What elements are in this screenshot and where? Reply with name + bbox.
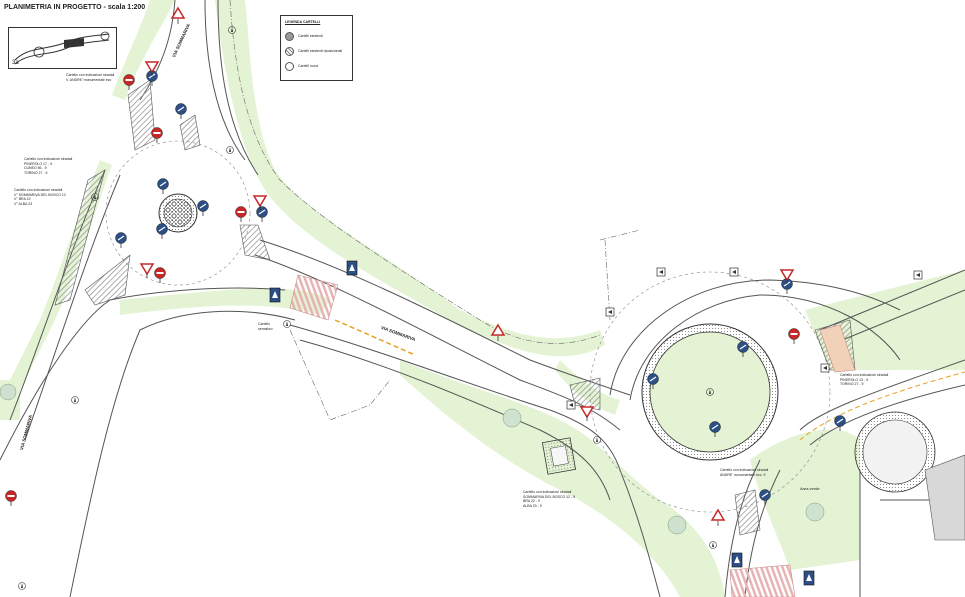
no-entry-sign-icon bbox=[154, 267, 166, 279]
no-entry-sign-icon bbox=[235, 206, 247, 218]
compass-north-icon bbox=[228, 26, 236, 34]
blue-direction-sign-icon bbox=[256, 206, 268, 218]
legend-item-existing: Cartelli esistenti bbox=[285, 32, 349, 42]
blue-direction-sign-icon bbox=[709, 421, 721, 433]
key-map-sketch bbox=[14, 31, 110, 65]
no-entry-sign-icon bbox=[788, 328, 800, 340]
blue-direction-sign-icon bbox=[834, 415, 846, 427]
warning-sign-icon bbox=[710, 508, 726, 521]
legend-item-label: Cartelli esistenti riposizionati bbox=[298, 49, 343, 53]
direction-arrow-sign-icon bbox=[605, 307, 615, 317]
area-label: Area verde bbox=[800, 486, 820, 491]
pedestrian-crossing-sign-icon bbox=[803, 570, 815, 586]
compass-north-icon bbox=[71, 396, 79, 404]
legend-swatch-icon bbox=[285, 62, 294, 71]
direction-arrow-sign-icon bbox=[913, 270, 923, 280]
compass-north-icon bbox=[593, 436, 601, 444]
pedestrian-crossing-sign-icon bbox=[269, 287, 281, 303]
key-map-label: 3a bbox=[12, 60, 19, 66]
direction-arrow-sign-icon bbox=[656, 267, 666, 277]
crosswalks bbox=[289, 274, 856, 597]
legend-title: LEGENDA CARTELLI bbox=[285, 20, 321, 24]
direction-arrow-sign-icon bbox=[729, 267, 739, 277]
legend-item-new: Cartelli nuovi bbox=[285, 62, 349, 72]
roundabout-small bbox=[854, 411, 936, 493]
compass-north-icon bbox=[91, 193, 99, 201]
legend-item-label: Cartelli nuovi bbox=[298, 64, 319, 68]
blue-direction-sign-icon bbox=[156, 223, 168, 235]
blue-direction-sign-icon bbox=[157, 178, 169, 190]
drawing-title: PLANIMETRIA IN PROGETTO - scala 1:200 bbox=[4, 4, 146, 11]
pedestrian-crossing-sign-icon bbox=[346, 260, 358, 276]
trees bbox=[0, 383, 825, 535]
warning-sign-icon bbox=[170, 6, 186, 19]
blue-direction-sign-icon bbox=[647, 373, 659, 385]
compass-north-icon bbox=[283, 320, 291, 328]
legend-item-relocated: Cartelli esistenti riposizionati bbox=[285, 47, 349, 57]
blue-direction-sign-icon bbox=[737, 341, 749, 353]
blue-direction-sign-icon bbox=[115, 232, 127, 244]
tree-icon bbox=[0, 383, 17, 401]
sign-legend: LEGENDA CARTELLI Cartelli esistenti Cart… bbox=[280, 15, 353, 81]
roundabout-left bbox=[105, 140, 251, 286]
compass-north-icon bbox=[18, 582, 26, 590]
compass-north-icon bbox=[226, 146, 234, 154]
no-entry-sign-icon bbox=[151, 127, 163, 139]
blue-direction-sign-icon bbox=[759, 489, 771, 501]
blue-direction-sign-icon bbox=[197, 200, 209, 212]
give-way-sign-icon bbox=[779, 269, 795, 282]
direction-arrow-sign-icon bbox=[820, 363, 830, 373]
legend-swatch-icon bbox=[285, 32, 294, 41]
legend-swatch-icon bbox=[285, 47, 294, 56]
orange-dashed-line bbox=[334, 319, 416, 356]
tree-icon bbox=[502, 408, 522, 428]
compass-north-icon bbox=[709, 541, 717, 549]
give-way-sign-icon bbox=[144, 61, 160, 74]
tree-icon bbox=[805, 502, 825, 522]
no-entry-sign-icon bbox=[123, 74, 135, 86]
give-way-sign-icon bbox=[579, 406, 595, 419]
traffic-signs bbox=[5, 6, 923, 590]
building bbox=[541, 437, 965, 541]
tree-icon bbox=[667, 515, 687, 535]
warning-sign-icon bbox=[490, 323, 506, 336]
give-way-sign-icon bbox=[139, 263, 155, 276]
compass-north-icon bbox=[706, 388, 714, 396]
give-way-sign-icon bbox=[252, 195, 268, 208]
key-map: 3a bbox=[8, 27, 117, 69]
direction-arrow-sign-icon bbox=[566, 400, 576, 410]
fences bbox=[229, 0, 641, 421]
legend-item-label: Cartelli esistenti bbox=[298, 34, 323, 38]
blue-direction-sign-icon bbox=[175, 103, 187, 115]
no-entry-sign-icon bbox=[5, 490, 17, 502]
pedestrian-crossing-sign-icon bbox=[731, 552, 743, 568]
